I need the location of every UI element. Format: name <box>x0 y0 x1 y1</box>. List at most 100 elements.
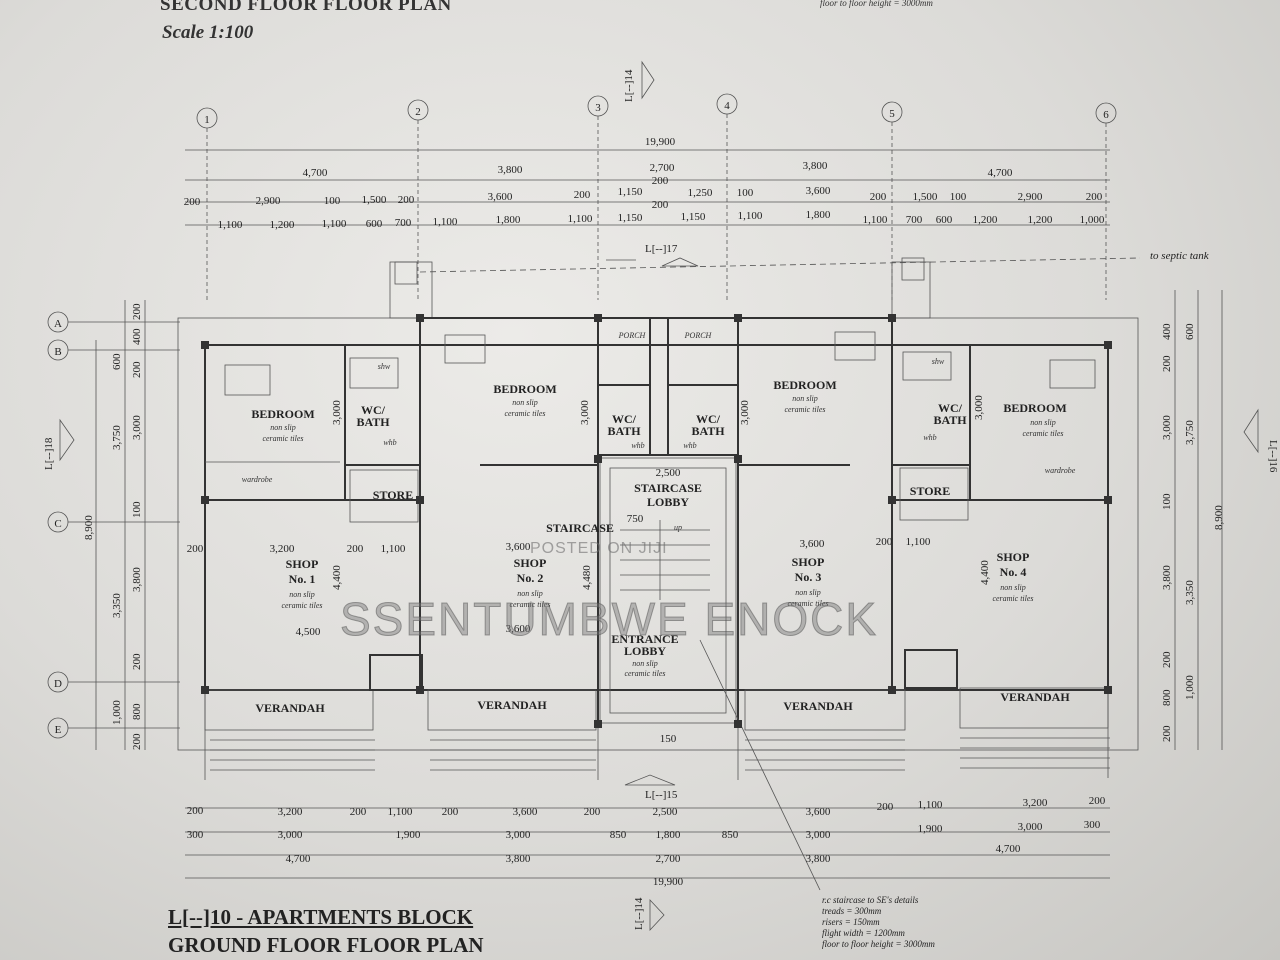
dim-top-r3-15: 1,200 <box>973 214 998 226</box>
dim-bot-r3-0: 4,700 <box>286 853 311 865</box>
stair-note-3: risers = 150mm <box>822 917 880 927</box>
shop-2-number: No. 2 <box>517 571 544 585</box>
verandah-3-label: VERANDAH <box>783 699 853 713</box>
bedroom-2-label: BEDROOM <box>493 382 556 396</box>
whb-1-label: whb <box>383 438 396 447</box>
wardrobe-4-label: wardrobe <box>1045 466 1076 475</box>
dim-top-r2-13: 100 <box>950 191 967 203</box>
dim-left-7: 3,350 <box>111 593 123 618</box>
dim-top-r3-0: 1,100 <box>218 219 243 231</box>
dim-bot-r2-8: 1,900 <box>918 823 943 835</box>
shop-2-label: SHOP <box>514 556 547 570</box>
shop-1-number: No. 1 <box>289 572 316 586</box>
grid-label-D: D <box>54 678 62 690</box>
store-4-label: STORE <box>910 484 950 498</box>
entrance-tiles2: ceramic tiles <box>624 669 665 678</box>
dim-bot-r1-4: 200 <box>442 806 459 818</box>
dim-top-r3-2: 1,100 <box>322 218 347 230</box>
verandah-1-label: VERANDAH <box>255 701 325 715</box>
plan-subtitle: GROUND FLOOR FLOOR PLAN <box>168 933 484 957</box>
staircase-note: r.c staircase to SE's details treads = 3… <box>822 895 935 950</box>
whb-4-label: whb <box>923 433 936 442</box>
bedroom-3-tiles1: non slip <box>792 394 818 403</box>
dim-bot-r1-9: 200 <box>877 801 894 813</box>
shop-4-label: SHOP <box>997 550 1030 564</box>
dim-top-r1-4: 4,700 <box>988 167 1013 179</box>
bedroom-2-tiles1: non slip <box>512 398 538 407</box>
dim-left-13: 200 <box>131 303 143 320</box>
bed-icon <box>834 331 876 361</box>
stair-up-label: up <box>674 523 682 532</box>
wc-1-label: WC/ <box>361 403 386 417</box>
dim-bot-r1-0: 200 <box>187 805 204 817</box>
shop-3-width: 3,600 <box>800 538 825 550</box>
shop-4-number: No. 4 <box>1000 565 1027 579</box>
shop-1-label: SHOP <box>286 557 319 571</box>
bedroom-1-tiles2: ceramic tiles <box>262 434 303 443</box>
plan-title: L[--]10 - APARTMENTS BLOCK <box>168 905 474 929</box>
dim-bot-r1-11: 3,200 <box>1023 797 1048 809</box>
stair-note-1: r.c staircase to SE's details <box>822 895 919 905</box>
dim-top-r3-3: 600 <box>366 218 383 230</box>
shop-2-tiles2: ceramic tiles <box>509 600 550 609</box>
bed-icon <box>444 334 486 364</box>
dim-left-11: 1,000 <box>111 700 123 725</box>
shop-2-tiles1: non slip <box>517 589 543 598</box>
dim-bot-r1-5: 3,600 <box>513 806 538 818</box>
dim-top-r1-3: 3,800 <box>803 160 828 172</box>
bed-1-height: 3,000 <box>331 400 343 425</box>
bed-3-height: 3,000 <box>739 400 751 425</box>
shw-1-label: shw <box>378 362 391 371</box>
dim-top-r3-16: 1,200 <box>1028 214 1053 226</box>
top-dimensions: 19,900 4,700 3,800 2,700 200 3,800 4,700… <box>184 136 1110 231</box>
whb-2-label: whb <box>631 441 644 450</box>
dim-bot-r2-9: 3,000 <box>1018 821 1043 833</box>
dim-left-12: 200 <box>131 733 143 750</box>
bedroom-1-label: BEDROOM <box>251 407 314 421</box>
dim-top-r3-7: 1,100 <box>568 213 593 225</box>
store-4-width: 1,100 <box>906 536 931 548</box>
grid-rows: A B C D E <box>47 311 180 739</box>
dim-left-5: 100 <box>131 501 143 518</box>
wc-3-label: WC/ <box>696 412 721 426</box>
staircase-lobby-label: LOBBY <box>647 495 689 509</box>
section-right: L[--]16 <box>1267 440 1279 473</box>
left-dimensions: 600 400 200 3,000 3,750 100 8,900 3,350 … <box>83 300 146 750</box>
shop-1-width: 3,200 <box>270 543 295 555</box>
dim-bot-r1-7: 2,500 <box>653 806 678 818</box>
dim-top-r3-11: 1,800 <box>806 209 831 221</box>
dim-top-r3-10: 1,100 <box>738 210 763 222</box>
overall-width-top: 19,900 <box>645 136 676 148</box>
bedroom-2-tiles2: ceramic tiles <box>504 409 545 418</box>
dim-left-3: 3,000 <box>131 415 143 440</box>
dim-left-6: 8,900 <box>83 515 95 540</box>
upper-plan-scale: Scale 1:100 <box>162 22 254 43</box>
grid-label-B: B <box>54 346 61 358</box>
dim-left-1: 400 <box>131 328 143 345</box>
section-top: L[--]14 <box>623 69 635 102</box>
dim-left-4: 3,750 <box>111 425 123 450</box>
shop-4-tiles1: non slip <box>1000 583 1026 592</box>
dim-right-1: 600 <box>1184 323 1196 340</box>
bath-1-label: BATH <box>356 415 390 429</box>
dim-right-3: 3,000 <box>1161 415 1173 440</box>
entrance-lobby-label: LOBBY <box>624 644 666 658</box>
dim-top-r3-4: 700 <box>395 217 412 229</box>
stair-note-4: flight width = 1200mm <box>822 928 905 938</box>
store-1-label: STORE <box>373 488 413 502</box>
bed-icon <box>1049 359 1096 389</box>
dim-right-10: 800 <box>1161 689 1173 706</box>
dim-top-r3-6: 1,800 <box>496 214 521 226</box>
wc-2-label: WC/ <box>612 412 637 426</box>
dim-right-2: 200 <box>1161 355 1173 372</box>
dim-top-r3-12: 1,100 <box>863 214 888 226</box>
dim-bot-r1-10: 1,100 <box>918 799 943 811</box>
bath-4-label: BATH <box>933 413 967 427</box>
bath-3-label: BATH <box>691 424 725 438</box>
grid-label-C: C <box>54 518 61 530</box>
dim-top-r2-center: 200 <box>652 199 669 211</box>
drainage-line <box>394 257 1141 285</box>
dim-top-r3-8: 1,150 <box>618 212 643 224</box>
dim-top-r1-center: 200 <box>652 175 669 187</box>
